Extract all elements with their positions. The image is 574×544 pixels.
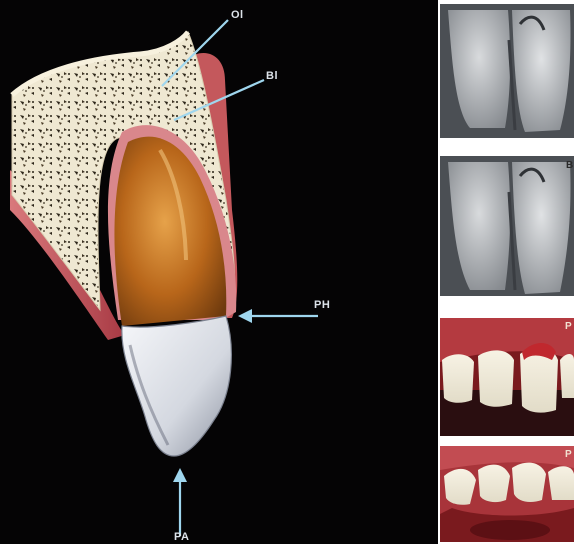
panel-letter-photo-top: P	[565, 321, 572, 332]
clinical-photo-bottom	[440, 446, 574, 542]
panel-letter-xray-bottom: B	[566, 160, 573, 171]
label-pa: PA	[174, 531, 189, 543]
xray-panel-bottom	[440, 156, 574, 296]
label-bl: Bl	[266, 70, 278, 82]
label-ph: PH	[314, 299, 330, 311]
panel-letter-photo-bottom: P	[565, 449, 572, 460]
xray-panel-top	[440, 4, 574, 138]
label-ol: Ol	[231, 9, 244, 21]
clinical-photo-top	[440, 318, 574, 436]
